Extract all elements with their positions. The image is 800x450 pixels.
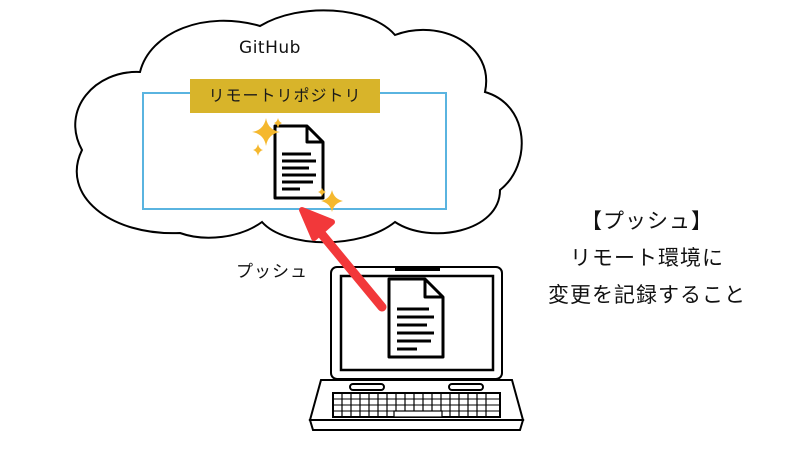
push-arrow-label: プッシュ bbox=[236, 262, 308, 282]
explanation-line: 変更を記録すること bbox=[548, 283, 746, 307]
push-arrow bbox=[299, 207, 387, 312]
sparkle-icon bbox=[252, 118, 343, 212]
github-label: GitHub bbox=[239, 38, 301, 58]
keyboard-icon bbox=[332, 392, 501, 418]
remote-repository-label: リモートリポジトリ bbox=[190, 79, 380, 113]
document-icon bbox=[387, 277, 445, 359]
explanation-line: リモート環境に bbox=[570, 246, 724, 270]
document-icon bbox=[273, 124, 325, 200]
explanation-title: 【プッシュ】 bbox=[581, 209, 713, 233]
push-explanation: 【プッシュ】 リモート環境に 変更を記録すること bbox=[522, 203, 772, 314]
